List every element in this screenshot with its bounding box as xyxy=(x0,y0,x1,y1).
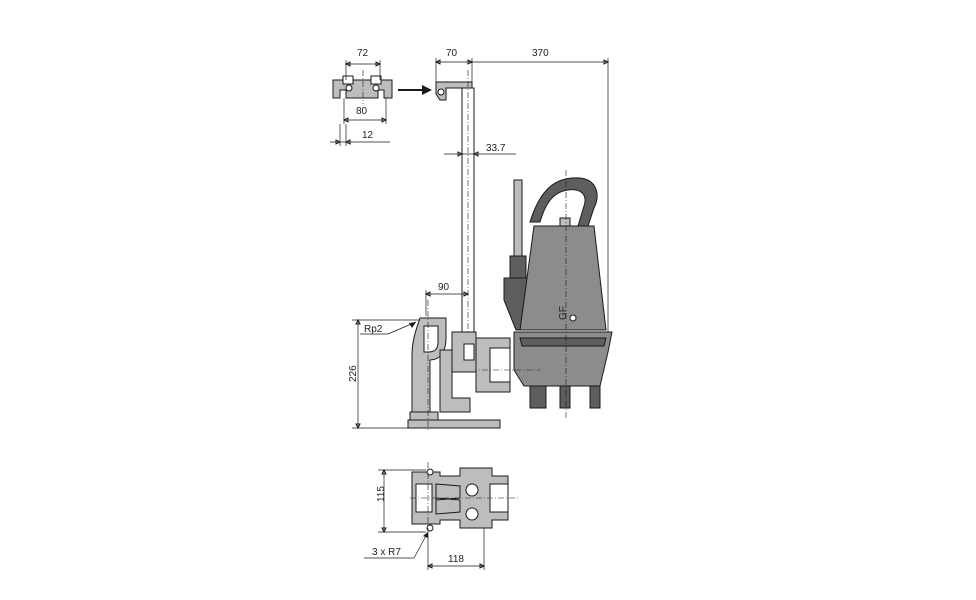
dim-coupling-offset: 90 xyxy=(438,282,450,293)
arrow-right-icon xyxy=(398,85,432,95)
pump-body: GF xyxy=(460,170,613,420)
dim-outlet-thread: Rp2 xyxy=(364,324,383,335)
dim-base-width: 115 xyxy=(376,486,387,502)
dim-rail-diameter: 33.7 xyxy=(486,143,506,154)
dim-overall-length: 370 xyxy=(532,48,549,59)
dim-guide-offset: 70 xyxy=(446,48,458,59)
dim-bracket-slot: 12 xyxy=(362,130,374,141)
upper-bracket-detail xyxy=(330,60,393,146)
dim-bolt-holes: 3 x R7 xyxy=(372,547,401,558)
dim-bracket-width: 72 xyxy=(357,48,369,59)
dim-outlet-height: 226 xyxy=(348,365,359,382)
dim-bracket-hole-spacing: 80 xyxy=(356,106,368,117)
dim-base-length: 118 xyxy=(448,554,464,565)
base-plan-view xyxy=(364,462,520,570)
auto-coupling xyxy=(352,290,501,430)
guide-rail xyxy=(434,58,610,340)
motor-label: GF xyxy=(558,306,569,320)
